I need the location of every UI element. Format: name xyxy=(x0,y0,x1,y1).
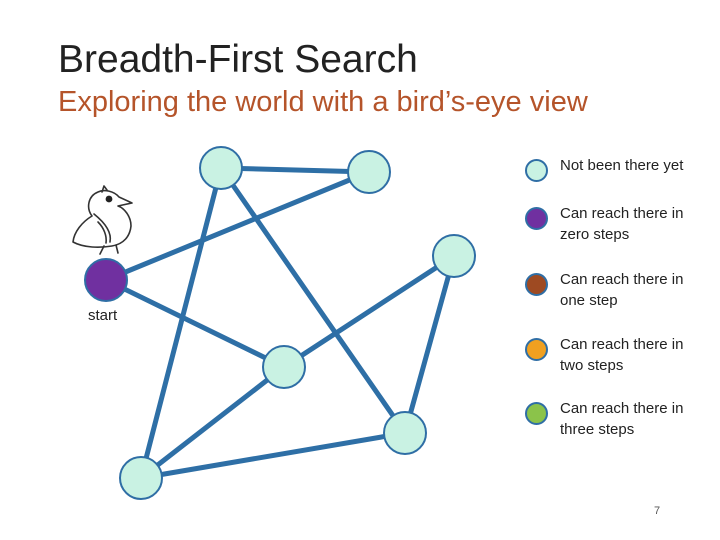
legend-label-unvisited: Not been there yet xyxy=(560,157,684,174)
edge-bottom-left-lower-right xyxy=(138,430,408,481)
node-right xyxy=(432,234,476,278)
edge-top-left-bottom-left xyxy=(138,165,224,481)
edge-top-left-lower-right xyxy=(218,165,408,436)
edge-right-lower-right xyxy=(402,253,457,436)
legend-label-zero: Can reach there in zero steps xyxy=(560,205,684,243)
legend-item-unvisited: Not been there yet xyxy=(525,155,715,182)
slide-title: Breadth-First Search xyxy=(58,38,418,81)
slide-subtitle: Exploring the world with a bird’s-eye vi… xyxy=(58,86,588,118)
legend-swatch-zero xyxy=(525,207,548,230)
legend-swatch-one xyxy=(525,273,548,296)
start-label: start xyxy=(88,307,118,324)
edge-center-bottom-left xyxy=(138,364,287,481)
node-top-right xyxy=(347,150,391,194)
legend-label-one: Can reach there in one step xyxy=(560,271,684,309)
page-number: 7 xyxy=(654,505,661,517)
edge-top-right-start xyxy=(103,169,372,283)
node-center xyxy=(262,345,306,389)
legend-swatch-three xyxy=(525,402,548,425)
bird-icon xyxy=(72,185,133,255)
node-top-left xyxy=(199,146,243,190)
edge-start-center xyxy=(103,277,287,370)
legend-item-two: Can reach there in two steps xyxy=(525,334,715,376)
legend-swatch-two xyxy=(525,338,548,361)
legend-swatch-unvisited xyxy=(525,159,548,182)
legend-item-zero: Can reach there in zero steps xyxy=(525,203,715,245)
legend-item-one: Can reach there in one step xyxy=(525,269,715,311)
edge-center-right xyxy=(281,253,457,370)
legend-label-two: Can reach there in two steps xyxy=(560,336,684,374)
node-lower-right xyxy=(383,411,427,455)
legend-item-three: Can reach there in three steps xyxy=(525,398,715,440)
node-bottom-left xyxy=(119,456,163,500)
edge-top-left-top-right xyxy=(218,165,372,175)
legend-label-three: Can reach there in three steps xyxy=(560,400,684,438)
node-start xyxy=(84,258,128,302)
